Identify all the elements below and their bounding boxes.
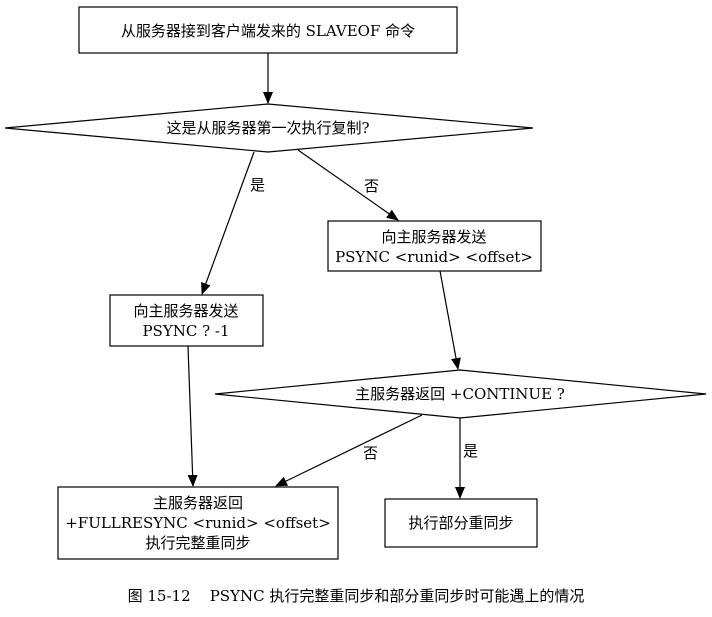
node-send-psync-runid-line1: 向主服务器发送 — [381, 228, 486, 246]
decision-first-replication: 这是从服务器第一次执行复制? — [4, 103, 534, 153]
node-master-fullresync-line3: 执行完整重同步 — [145, 534, 250, 552]
node-send-psync-runid-line2: PSYNC <runid> <offset> — [335, 248, 533, 266]
edge-first-to-psync-minus1 — [201, 151, 255, 295]
decision-master-continue: 主服务器返回 +CONTINUE ? — [214, 369, 707, 419]
node-master-fullresync: 主服务器返回 +FULLRESYNC <runid> <offset> 执行完整… — [57, 486, 339, 560]
edge-label-yes-2: 是 — [463, 442, 478, 460]
edge-psync-minus1-to-fullresync — [187, 345, 198, 487]
edge-continue-to-fullresync — [275, 414, 423, 487]
node-send-psync-minus1-line1: 向主服务器发送 — [133, 302, 238, 320]
edge-label-no-1: 否 — [364, 177, 379, 195]
node-receive-slaveof: 从服务器接到客户端发来的 SLAVEOF 命令 — [78, 6, 458, 54]
node-master-fullresync-line2: +FULLRESYNC <runid> <offset> — [65, 514, 331, 532]
node-send-psync-minus1: 向主服务器发送 PSYNC ? -1 — [109, 294, 264, 347]
node-send-psync-minus1-line2: PSYNC ? -1 — [142, 322, 229, 340]
node-partial-resync-label: 执行部分重同步 — [408, 514, 513, 532]
edge-psync-runid-to-continue — [439, 270, 461, 370]
decision-first-replication-label: 这是从服务器第一次执行复制? — [166, 119, 369, 137]
edge-label-no-2: 否 — [363, 444, 378, 462]
node-send-psync-runid: 向主服务器发送 PSYNC <runid> <offset> — [327, 220, 542, 272]
decision-master-continue-label: 主服务器返回 +CONTINUE ? — [355, 385, 565, 403]
node-receive-slaveof-label: 从服务器接到客户端发来的 SLAVEOF 命令 — [121, 22, 415, 40]
node-master-fullresync-line1: 主服务器返回 — [153, 494, 243, 512]
edge-label-yes-1: 是 — [250, 176, 265, 194]
node-partial-resync: 执行部分重同步 — [384, 498, 538, 548]
edge-first-to-psync-runid — [297, 149, 399, 221]
figure-caption: 图 15-12 PSYNC 执行完整重同步和部分重同步时可能遇上的情况 — [128, 587, 585, 605]
